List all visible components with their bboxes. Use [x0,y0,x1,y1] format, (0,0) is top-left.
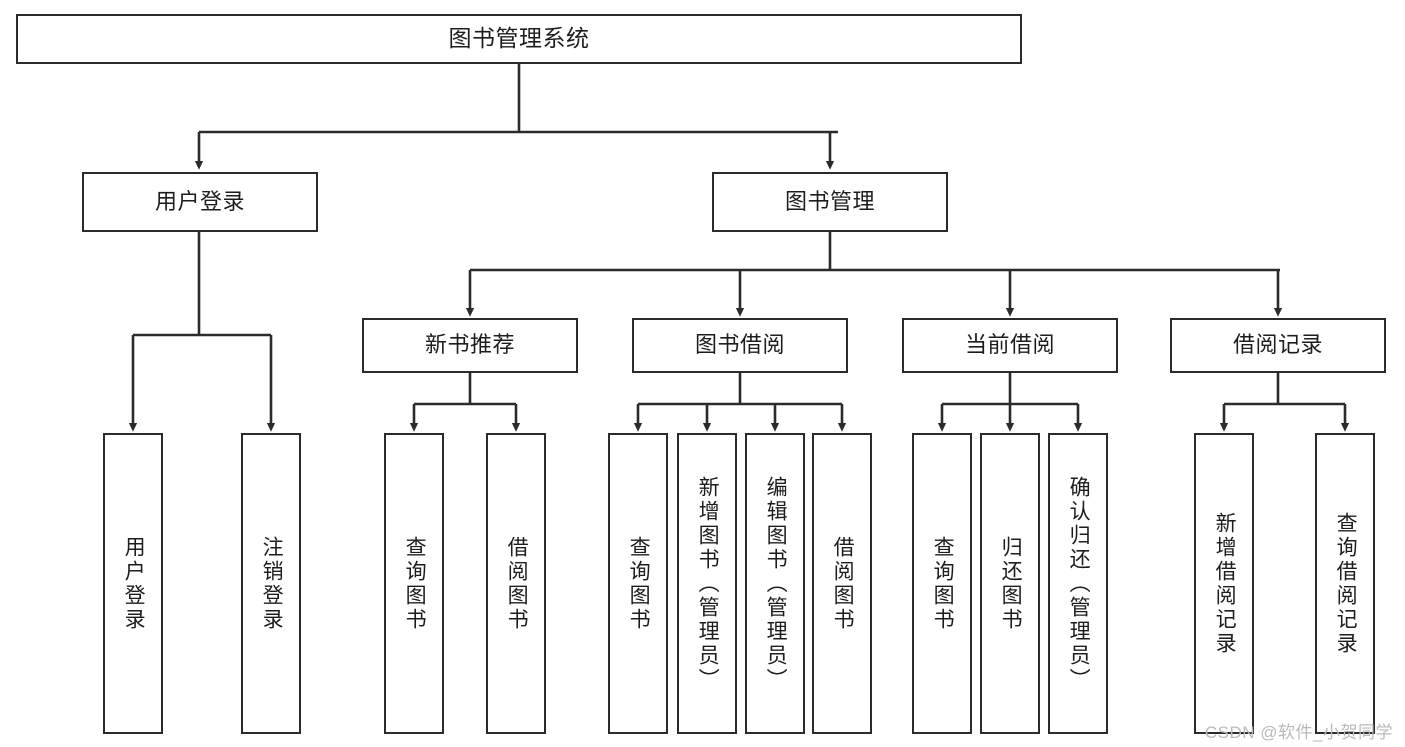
node-label: 编辑图书（管理员） [764,475,788,692]
node-leaf-user-logout[interactable]: 注销登录 [241,433,301,734]
node-label: 确认归还（管理员） [1067,475,1091,692]
node-label: 用户登录 [122,535,146,632]
node-leaf-edit-book[interactable]: 编辑图书（管理员） [745,433,805,734]
node-leaf-return-book[interactable]: 归还图书 [980,433,1040,734]
node-label: 图书管理系统 [448,25,590,52]
node-label: 当前借阅 [964,332,1055,358]
node-label: 查询图书 [931,535,955,632]
node-book-borrow[interactable]: 图书借阅 [632,318,848,373]
node-label: 查询借阅记录 [1334,511,1358,656]
node-label: 查询图书 [627,535,651,632]
node-leaf-borrow-book[interactable]: 借阅图书 [812,433,872,734]
node-leaf-add-borrow-record[interactable]: 新增借阅记录 [1194,433,1254,734]
node-label: 新书推荐 [424,332,515,358]
node-label: 新增借阅记录 [1213,511,1237,656]
node-leaf-query-book-recommend[interactable]: 查询图书 [384,433,444,734]
node-leaf-query-book-current[interactable]: 查询图书 [912,433,972,734]
node-leaf-borrow-book-recommend[interactable]: 借阅图书 [486,433,546,734]
node-label: 新增图书（管理员） [696,475,720,692]
node-label: 查询图书 [403,535,427,632]
node-leaf-add-book[interactable]: 新增图书（管理员） [677,433,737,734]
node-root-book-management-system[interactable]: 图书管理系统 [16,14,1022,64]
node-user-login[interactable]: 用户登录 [82,172,318,232]
node-leaf-user-login[interactable]: 用户登录 [103,433,163,734]
node-new-book-recommend[interactable]: 新书推荐 [362,318,578,373]
node-book-manage[interactable]: 图书管理 [712,172,948,232]
node-leaf-query-borrow-record[interactable]: 查询借阅记录 [1315,433,1375,734]
node-current-borrow[interactable]: 当前借阅 [902,318,1118,373]
node-label: 图书借阅 [694,332,785,358]
node-label: 借阅记录 [1232,332,1323,358]
node-borrow-record[interactable]: 借阅记录 [1170,318,1386,373]
csdn-watermark: CSDN @软件_小贺同学 [1204,723,1393,742]
node-label: 借阅图书 [505,535,529,632]
node-leaf-confirm-return[interactable]: 确认归还（管理员） [1048,433,1108,734]
node-label: 注销登录 [260,535,284,632]
node-label: 归还图书 [999,535,1023,632]
node-label: 图书管理 [784,188,875,214]
node-label: 借阅图书 [831,535,855,632]
node-label: 用户登录 [154,188,245,214]
node-leaf-query-book-borrow[interactable]: 查询图书 [608,433,668,734]
